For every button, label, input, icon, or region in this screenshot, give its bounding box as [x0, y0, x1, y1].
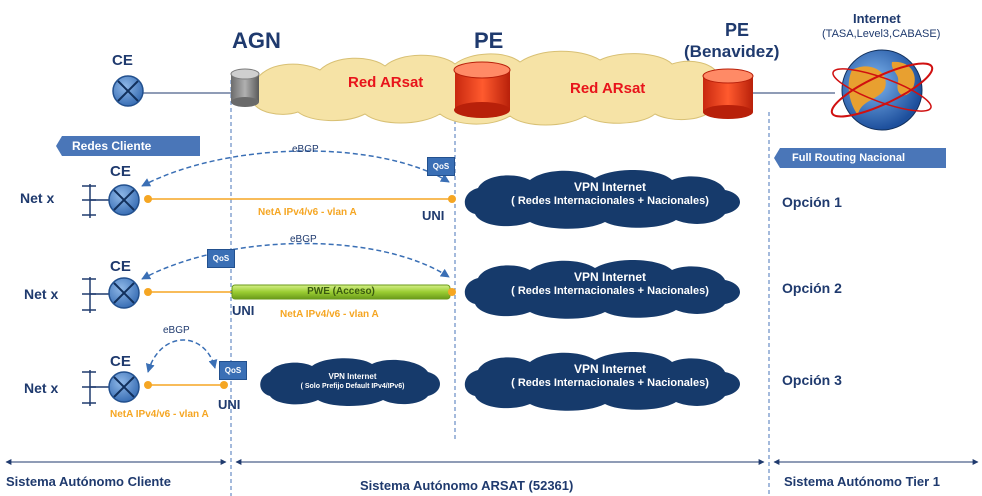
option-2-label: Opción 2 — [782, 280, 842, 296]
internet-sub-label: (TASA,Level3,CABASE) — [822, 28, 941, 40]
option-3-uni-label: UNI — [218, 397, 241, 412]
option-2-ce-label: CE — [110, 258, 131, 275]
option-2-ebgp-label: eBGP — [290, 234, 317, 245]
footer-tier1: Sistema Autónomo Tier 1 — [784, 474, 941, 489]
red-arsat-label-2: Red ARsat — [570, 80, 646, 97]
internet-globe-icon — [830, 49, 934, 131]
option-1-vpn-title: VPN Internet — [573, 180, 646, 194]
option-2-net-label: Net x — [24, 286, 59, 302]
option-1-net-bracket — [82, 184, 109, 218]
option-1-label: Opción 1 — [782, 194, 842, 210]
option-3-ce-router — [108, 371, 140, 403]
option-3-small-vpn-cloud — [260, 358, 440, 406]
option-3-neta-label: NetA IPv4/v6 - vlan A — [110, 409, 209, 420]
agn-label: AGN — [232, 28, 281, 53]
option-3-vpn-sub: ( Redes Internacionales + Nacionales) — [511, 377, 709, 389]
option-1-net-label: Net x — [20, 190, 55, 206]
internet-label: Internet — [853, 11, 901, 26]
pe-benavidez-device — [702, 68, 754, 119]
redes-cliente-tag: Redes Cliente — [72, 139, 152, 153]
option-2-ebgp-arrow — [141, 242, 450, 280]
footer-arsat: Sistema Autónomo ARSAT (52361) — [360, 478, 574, 493]
option-2-ce-router — [108, 277, 140, 309]
footer-cliente: Sistema Autónomo Cliente — [6, 474, 171, 489]
red-arsat-label-1: Red ARsat — [348, 74, 424, 91]
option-1-vpn-cloud — [464, 169, 740, 229]
full-routing-arrow — [774, 148, 946, 168]
option-3-ebgp-label: eBGP — [163, 325, 190, 336]
option-1-vpn-sub: ( Redes Internacionales + Nacionales) — [511, 195, 709, 207]
option-1-ce-label: CE — [110, 163, 131, 180]
option-2-qos-badge: QoS — [207, 249, 235, 268]
option-3-net-label: Net x — [24, 380, 59, 396]
option-1-qos-badge: QoS — [427, 157, 455, 176]
option-3-vpn-title: VPN Internet — [573, 362, 646, 376]
ce-router-top — [112, 75, 144, 107]
option-3-small-vpn-sub: ( Solo Prefijo Default IPv4/IPv6) — [300, 383, 405, 390]
full-routing-tag: Full Routing Nacional — [792, 152, 906, 164]
option-3-net-bracket — [82, 370, 109, 406]
option-2-uni-label: UNI — [232, 303, 255, 318]
option-2-vpn-title: VPN Internet — [573, 270, 646, 284]
option-3-qos-badge: QoS — [219, 361, 247, 380]
agn-device — [230, 68, 260, 107]
option-1-ce-router — [108, 184, 140, 216]
ce-top-label: CE — [112, 52, 133, 69]
option-2-net-bracket — [82, 277, 109, 313]
option-1-ebgp-arrow — [141, 150, 450, 187]
pe-label: PE — [474, 28, 504, 53]
option-2-vpn-sub: ( Redes Internacionales + Nacionales) — [511, 285, 709, 297]
option-1-neta-label: NetA IPv4/v6 - vlan A — [258, 207, 357, 218]
option-2-vpn-cloud — [464, 259, 740, 319]
option-2-neta-label: NetA IPv4/v6 - vlan A — [280, 309, 379, 320]
pe-benavidez-label-2: (Benavidez) — [684, 42, 780, 61]
pe-device — [453, 61, 511, 118]
option-3-ebgp-arrow — [145, 339, 218, 373]
redes-cliente-arrow — [56, 136, 200, 156]
option-1-ebgp-label: eBGP — [292, 144, 319, 155]
option-2-pwe-label: PWE (Acceso) — [307, 286, 375, 297]
option-3-label: Opción 3 — [782, 372, 842, 388]
pe-benavidez-label-1: PE — [724, 20, 749, 40]
option-1-uni-label: UNI — [422, 208, 445, 223]
option-3-small-vpn-title: VPN Internet — [328, 372, 377, 381]
option-3-ce-label: CE — [110, 353, 131, 370]
option-3-vpn-cloud — [464, 351, 740, 411]
